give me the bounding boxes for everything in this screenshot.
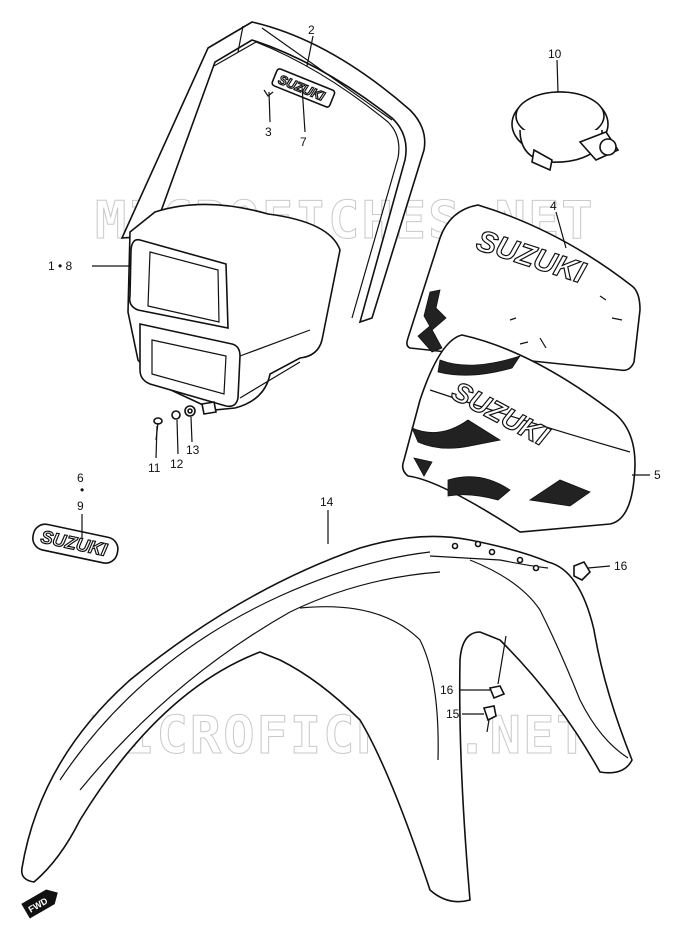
callout-1-8: 1 • 8 bbox=[48, 259, 73, 273]
housing-fasteners bbox=[153, 401, 217, 441]
callout-13: 13 bbox=[186, 443, 200, 457]
callout-9: 9 bbox=[77, 499, 84, 513]
callout-2: 2 bbox=[308, 23, 315, 37]
callout-7: 7 bbox=[300, 135, 307, 149]
side-emblem: SUZUKI bbox=[32, 523, 119, 564]
hose-clamp bbox=[511, 91, 620, 172]
callout-5: 5 bbox=[654, 468, 661, 482]
callout-16-bottom: 16 bbox=[440, 683, 454, 697]
callout-14: 14 bbox=[320, 495, 334, 509]
front-fender bbox=[20, 535, 633, 903]
callout-dot: • bbox=[80, 483, 84, 497]
callout-12: 12 bbox=[170, 457, 184, 471]
callout-15: 15 bbox=[446, 707, 460, 721]
callout-6: 6 bbox=[77, 471, 84, 485]
callout-4: 4 bbox=[550, 199, 557, 213]
callout-10: 10 bbox=[548, 47, 562, 61]
callout-11: 11 bbox=[148, 461, 161, 475]
leader-lines bbox=[81, 35, 650, 715]
watermark-bottom: MICROFICHES.NET bbox=[90, 706, 590, 766]
fwd-direction-badge: FWD bbox=[21, 889, 58, 919]
headlight-housing: SUZUKI bbox=[120, 21, 426, 411]
callout-16-top: 16 bbox=[614, 559, 628, 573]
callout-3: 3 bbox=[265, 125, 272, 139]
fork-cover: SUZUKI bbox=[401, 334, 636, 533]
fender-fasteners bbox=[482, 561, 592, 733]
